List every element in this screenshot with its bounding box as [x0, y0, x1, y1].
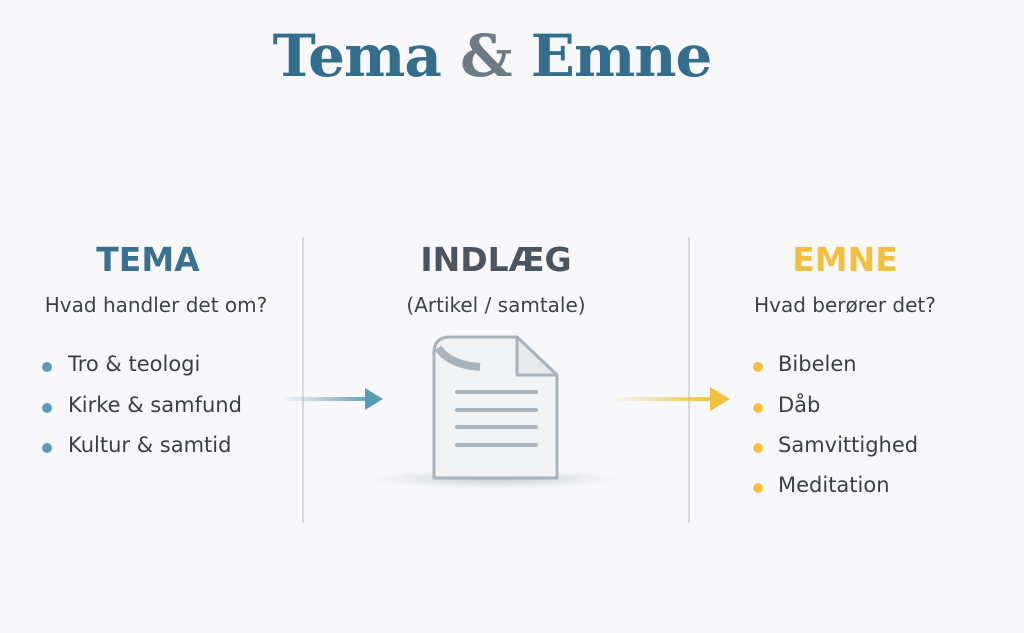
arrow-right-icon: [280, 388, 383, 410]
list-item: Samvittighed: [778, 433, 919, 457]
divider: [302, 237, 304, 523]
bullet-icon: [42, 362, 52, 372]
list-item: Dåb: [778, 393, 821, 417]
tema-heading: TEMA: [96, 240, 200, 279]
bullet-icon: [753, 403, 763, 413]
bullet-icon: [753, 443, 763, 453]
indlaeg-heading: INDLÆG: [420, 240, 572, 279]
title-part-tema: Tema: [272, 22, 442, 90]
list-item: Meditation: [778, 473, 890, 497]
bullet-icon: [753, 483, 763, 493]
divider: [688, 237, 690, 523]
tema-subtitle: Hvad handler det om?: [44, 293, 268, 317]
list-item: Tro & teologi: [68, 352, 201, 376]
title-part-emne: Emne: [530, 22, 713, 90]
arrow-right-icon: [610, 387, 730, 411]
list-item: Bibelen: [778, 352, 857, 376]
indlaeg-subtitle: (Artikel / samtale): [406, 293, 586, 317]
document-icon: [370, 335, 620, 489]
title-ampersand: &: [460, 22, 512, 90]
diagram-graphics: [280, 335, 730, 489]
bullet-icon: [753, 362, 763, 372]
page-title: Tema & Emne: [0, 22, 984, 90]
bullet-icon: [42, 443, 52, 453]
bullet-icon: [42, 403, 52, 413]
emne-subtitle: Hvad berører det?: [754, 293, 936, 317]
list-item: Kirke & samfund: [68, 393, 242, 417]
list-item: Kultur & samtid: [68, 433, 232, 457]
emne-heading: EMNE: [792, 240, 898, 279]
